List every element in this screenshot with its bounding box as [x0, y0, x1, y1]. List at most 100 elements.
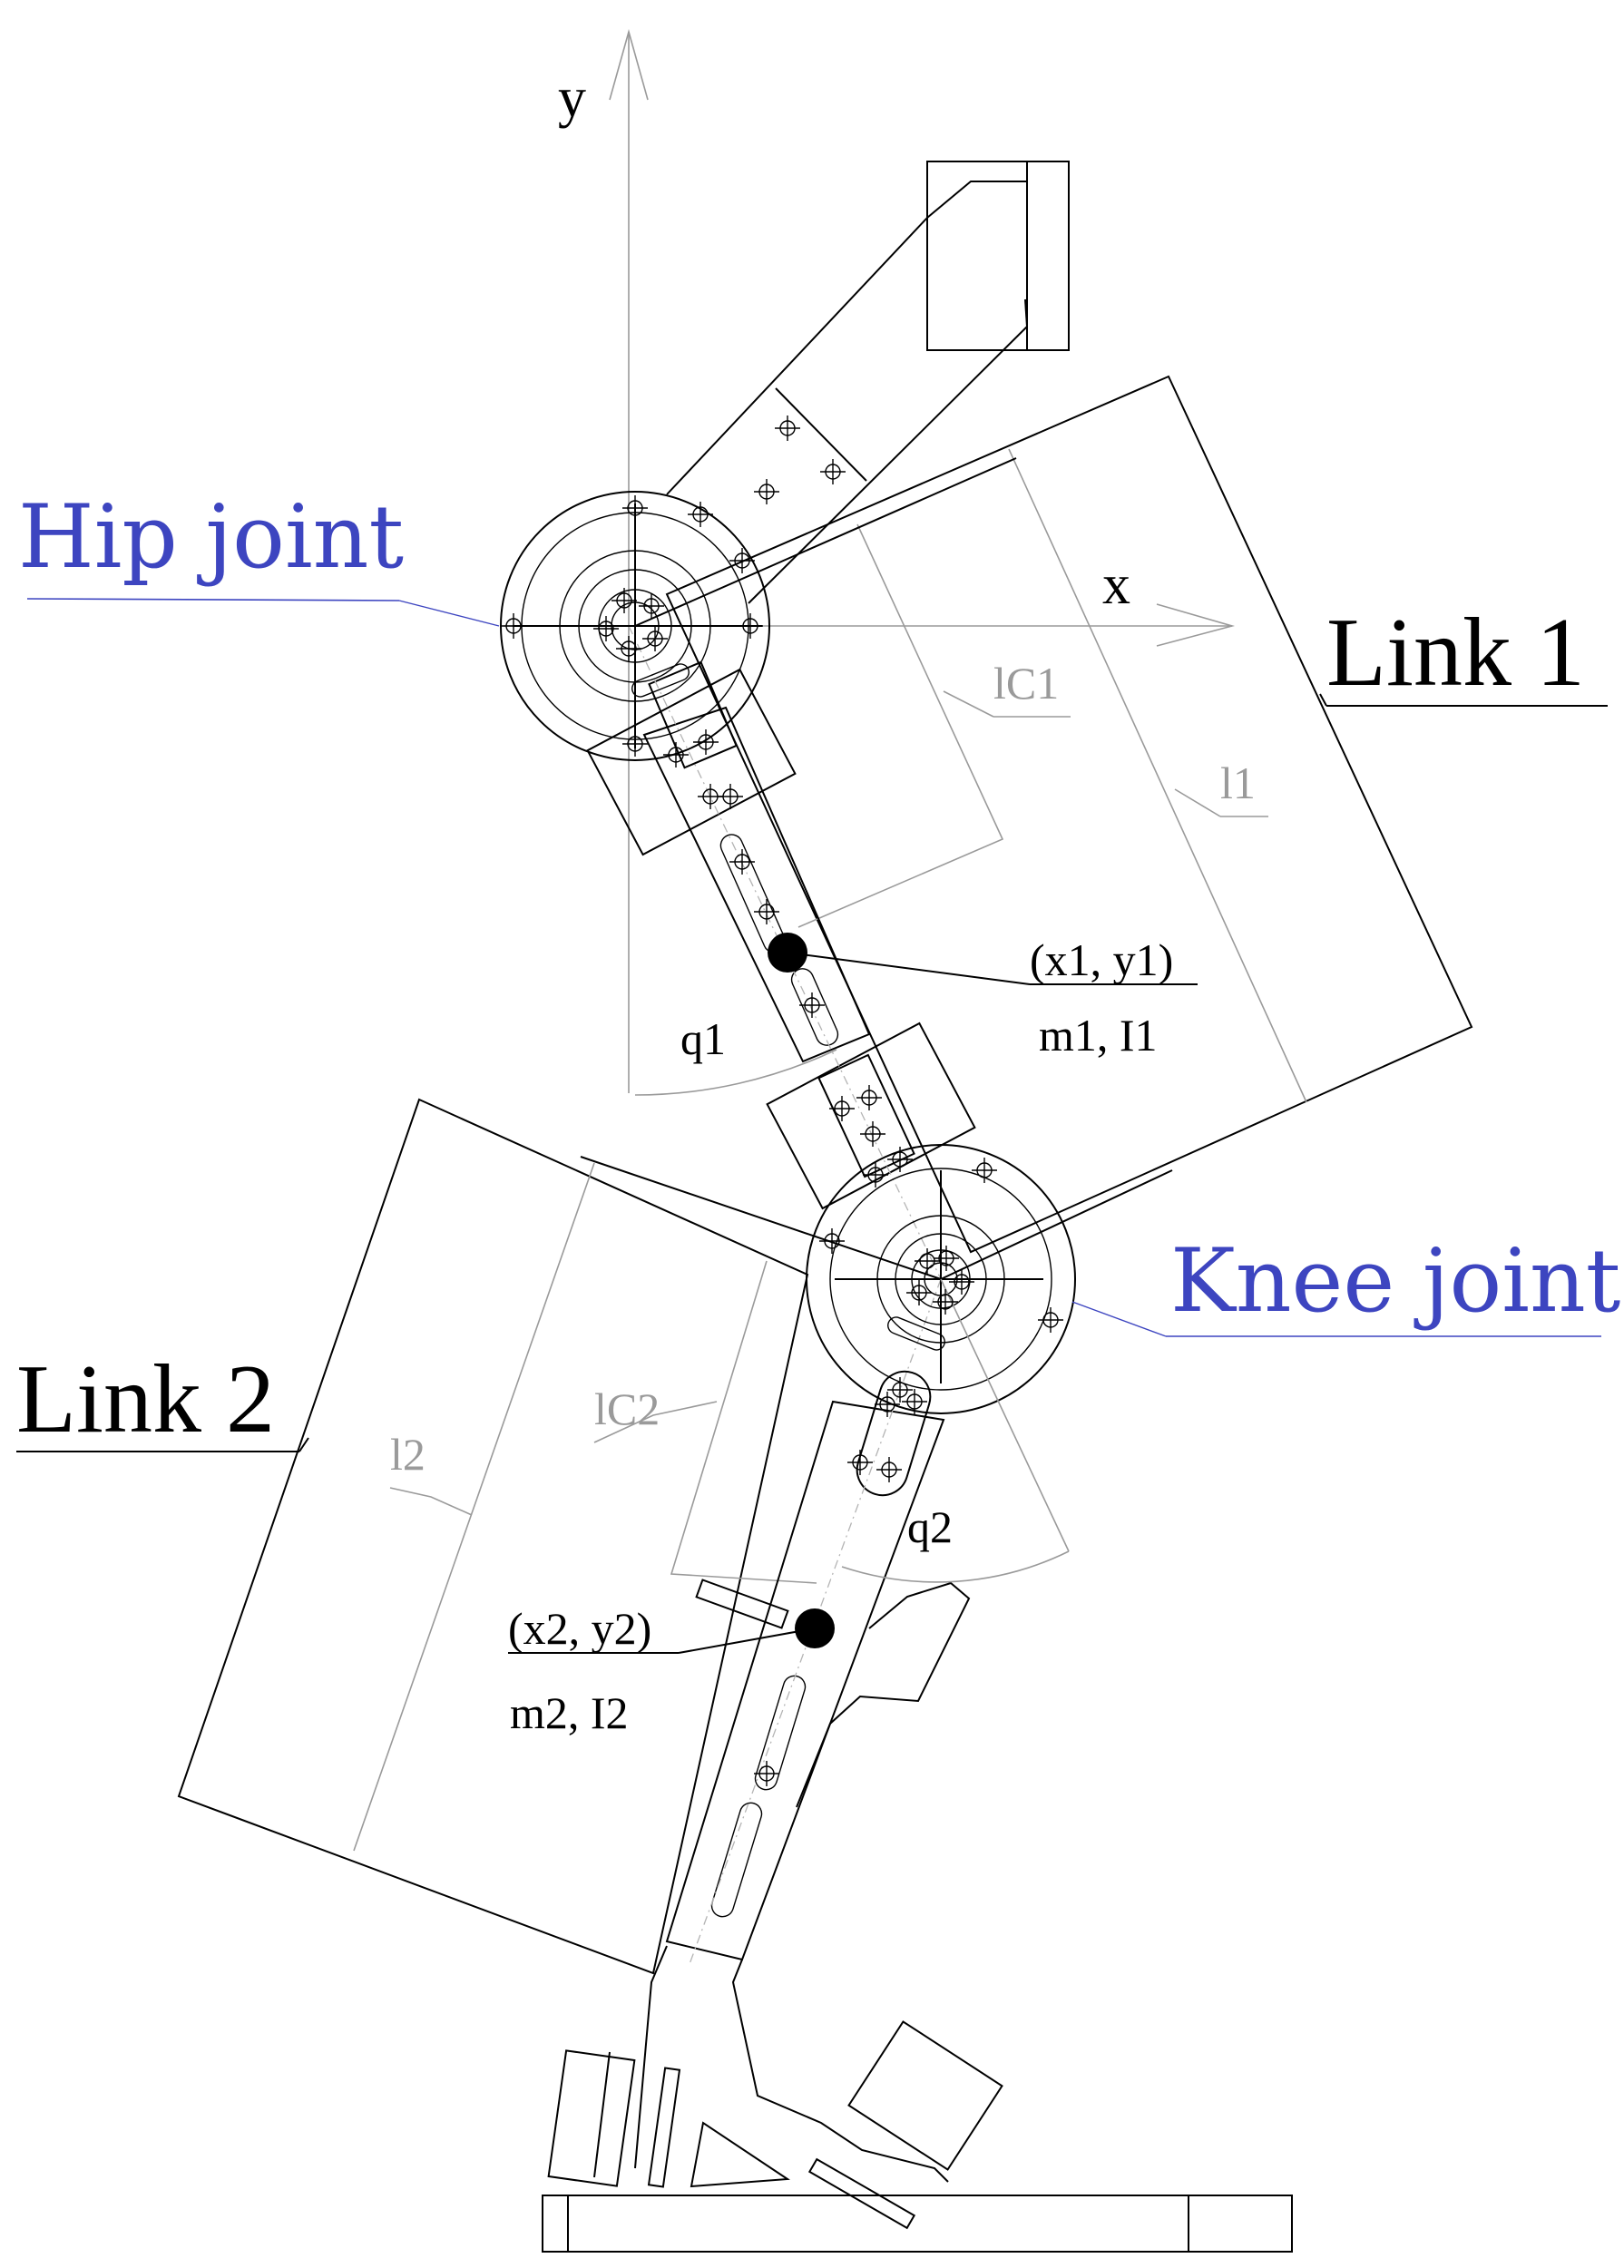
mass1-label: m1, I1 [1039, 1010, 1158, 1061]
ankle-strut [647, 2067, 681, 2188]
bolt-marker [949, 1269, 974, 1295]
shank-clamp-profile [796, 1581, 971, 1808]
shank-slot-1 [754, 1675, 807, 1791]
hip-joint [500, 457, 1017, 761]
knee-joint-outer-ring [806, 1144, 1076, 1414]
com2-marker [795, 1608, 835, 1648]
ankle-block-left [547, 2049, 636, 2187]
link2-label: Link 2 [16, 1345, 275, 1453]
knee-actuator-box [766, 1022, 976, 1210]
link2-plate-outline [177, 1098, 809, 1975]
bolt-marker [819, 1228, 845, 1254]
lc2-dimension-line [670, 1260, 817, 1584]
bolt-marker [902, 1389, 927, 1414]
lc1-dimension-line [797, 523, 1004, 928]
bolt-marker [642, 626, 668, 651]
bolt-marker [639, 593, 664, 619]
bolt-marker [698, 784, 723, 809]
thigh-slot-2 [790, 968, 839, 1046]
labels: y x Hip joint Knee joint Link 1 Link 2 l… [16, 67, 1620, 1738]
knee-upper-block [817, 1053, 915, 1178]
bolt-marker [906, 1280, 932, 1305]
shank-bar [665, 1370, 971, 1961]
l1-label: l1 [1220, 758, 1256, 808]
shank-side-pin [695, 1579, 789, 1629]
bolt-marker [693, 729, 719, 755]
link-centerlines [628, 625, 942, 1965]
bolt-marker [972, 1158, 997, 1183]
link2-top-edge [580, 1156, 942, 1280]
link1-plate [665, 375, 1473, 1254]
bolt-marker [875, 1392, 900, 1417]
angle-arcs [634, 1049, 1070, 1583]
bolt-marker [738, 613, 763, 639]
hip-joint-label: Hip joint [18, 486, 404, 588]
q1-label: q1 [680, 1013, 726, 1064]
bolt-marker [593, 616, 619, 641]
bolt-marker [754, 479, 779, 504]
com1-label: (x1, y1) [1030, 934, 1173, 985]
bolt-marker [887, 1147, 913, 1172]
hip-joint-underline [26, 598, 400, 601]
link1-knee-edge [940, 1169, 1173, 1280]
bolt-marker [934, 1246, 959, 1271]
q2-label: q2 [907, 1501, 953, 1552]
bracket-arm-lower-edge [748, 326, 1028, 604]
bolt-marker [856, 1085, 882, 1110]
ankle-actuator-box [847, 2020, 1003, 2171]
link1-label: Link 1 [1326, 599, 1585, 707]
bolt-marker [933, 1289, 958, 1315]
bolt-marker [616, 636, 641, 661]
com2-label: (x2, y2) [508, 1603, 651, 1654]
thigh-bar-outline [642, 706, 871, 1063]
ankle-bar [807, 2157, 916, 2230]
bolt-marker [1038, 1307, 1063, 1333]
foot-assembly [542, 1945, 1293, 2253]
bolt-marker [688, 502, 713, 527]
bolt-marker [754, 899, 779, 924]
bolt-marker [847, 1450, 873, 1475]
q2-arc [841, 1550, 1070, 1583]
knee-joint-label: Knee joint [1170, 1230, 1620, 1332]
bolt-marker [820, 459, 846, 484]
bolt-marker [829, 1096, 855, 1121]
hip-mount-plate [926, 161, 1070, 351]
shank-slot-2 [710, 1802, 763, 1918]
l1-dimension-line [1008, 448, 1307, 1103]
com1-marker [768, 933, 807, 973]
link1-top-edge [634, 457, 1017, 627]
centers-of-mass [508, 933, 1198, 1654]
bracket-arm-upper-edge [666, 217, 928, 495]
bolt-marker [876, 1457, 902, 1482]
bolt-marker [501, 613, 526, 639]
lc2-label: lC2 [594, 1383, 660, 1434]
knee-side-block [856, 1370, 932, 1497]
bolt-marker [663, 742, 689, 767]
bolt-marker [611, 588, 637, 613]
foot-sole [542, 2195, 1293, 2253]
hip-actuator-box [586, 668, 797, 856]
bolt-marker [775, 415, 800, 441]
hip-bracket [666, 161, 1070, 604]
bolt-marker [754, 1761, 779, 1786]
bolt-marker [622, 731, 648, 757]
x-axis-arrowhead [1156, 603, 1235, 647]
link2-plate [177, 1098, 817, 1975]
leader-lines [16, 598, 1608, 1516]
bolt-marker [799, 992, 825, 1018]
knee-joint [580, 1144, 1173, 1414]
y-axis-label: y [558, 67, 586, 129]
bolt-marker [887, 1377, 913, 1403]
x-axis-label: x [1102, 554, 1130, 616]
bolt-marker [860, 1121, 885, 1147]
lc1-label: lC1 [993, 658, 1059, 709]
bolt-marker [729, 548, 755, 573]
ankle-triangle [690, 2121, 790, 2188]
hip-side-block [648, 660, 738, 769]
l2-label: l2 [390, 1429, 426, 1480]
q1-arc [634, 1049, 837, 1096]
bolt-marker [729, 849, 755, 875]
l2-dimension-line [353, 1162, 595, 1852]
